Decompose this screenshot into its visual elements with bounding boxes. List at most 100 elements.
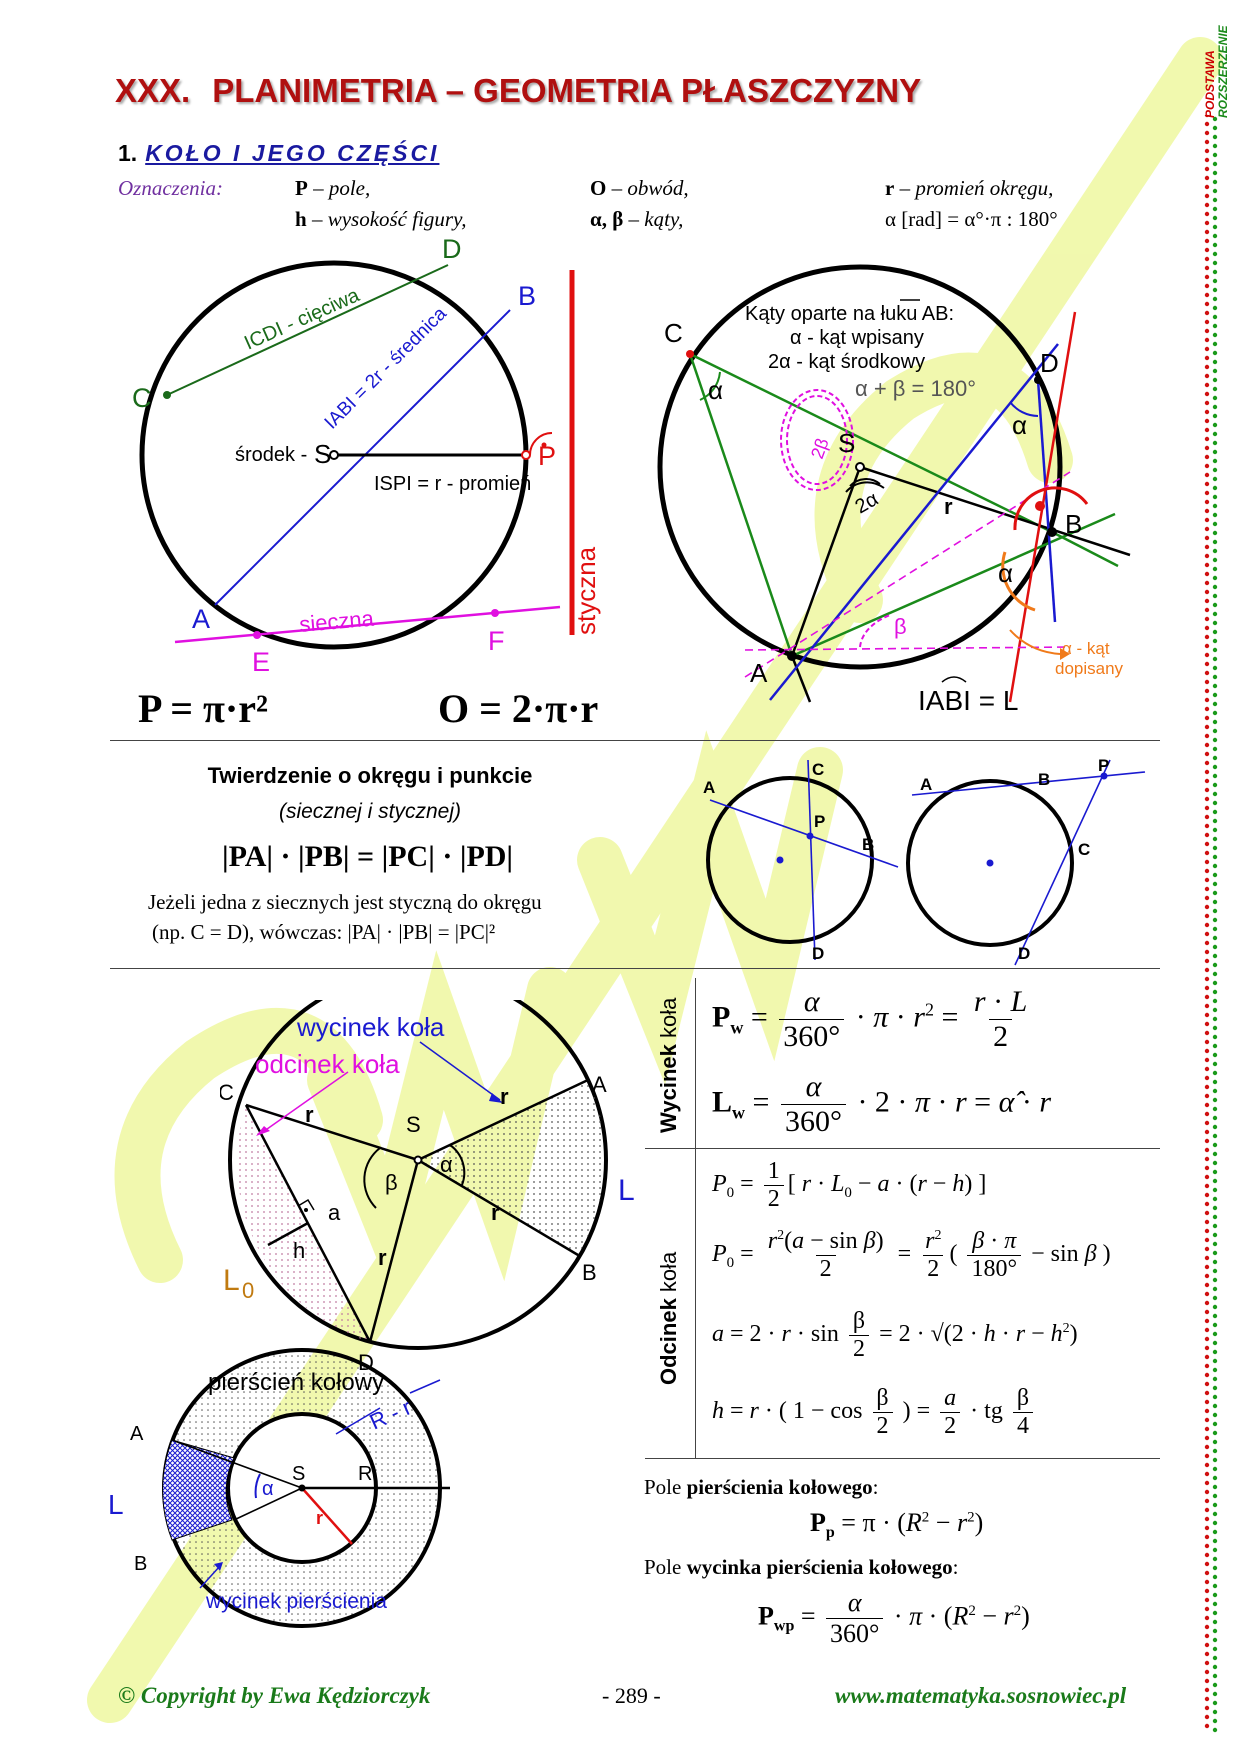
theorem-subtitle: (siecznej i stycznej) [278, 800, 462, 823]
h-label: h [293, 1238, 305, 1263]
notation-obwod: O – obwód, [590, 176, 689, 200]
sector-label: wycinek koła [296, 1012, 445, 1042]
notation-katy: α, β – kąty, [590, 207, 684, 231]
box-line1: Kąty oparte na łuku AB: [745, 303, 954, 325]
t2-A: A [920, 775, 932, 794]
t2-B: B [1038, 770, 1050, 789]
radius-label: ISPI = r - promień [374, 473, 531, 495]
ring-area-formula: Pp = π · (R2 − r2) [810, 1508, 984, 1542]
footer-website[interactable]: www.matematyka.sosnowiec.pl [835, 1683, 1127, 1708]
notation-label: Oznaczenia: [118, 176, 223, 200]
dopisany-line2: dopisany [1055, 659, 1124, 678]
chapter-number: XXX. [115, 72, 191, 109]
sector-vertical-label: Wycinek koła [656, 997, 681, 1133]
L-label: L [110, 1489, 124, 1520]
box-line3: 2α - kąt środkowy [768, 351, 925, 373]
secant-label: sieczna [298, 606, 375, 637]
box-line2: α - kąt wpisany [790, 327, 924, 349]
two-alpha-label: 2α [852, 488, 883, 518]
alpha-at-B: α [998, 558, 1013, 588]
dopisany-line1: α - kąt [1062, 639, 1110, 658]
two-beta-label: 2β [807, 435, 833, 461]
point-P-label: P [538, 441, 556, 471]
divider-2 [110, 968, 1160, 969]
diameter-label: IABI = 2r - średnica [321, 303, 452, 434]
segment-label: odcinek koła [255, 1049, 400, 1079]
L-label: L [618, 1174, 635, 1207]
r-label-4: r [378, 1245, 387, 1270]
chord-label: ICDI - cięciwa [241, 284, 363, 355]
r-label-1: r [305, 1102, 314, 1127]
notation-radiany: α [rad] = α°·π : 180° [885, 207, 1058, 231]
sector-segment-diagram: wycinek koła odcinek koła C A S B D L L … [220, 1000, 635, 1375]
section-heading: 1. KOŁO I JEGO CZĘŚCI [118, 140, 439, 167]
notation-promien: r – promień okręgu, [885, 176, 1054, 200]
chapter-title: XXX. PLANIMETRIA – GEOMETRIA PŁASZCZYZNY [115, 72, 921, 110]
a-label: a [328, 1200, 341, 1225]
point-A-label: A [192, 604, 210, 634]
point-F-label: F [488, 626, 505, 656]
point-S-label: S [292, 1463, 305, 1485]
center-point-label: S [314, 439, 331, 469]
t1-C: C [812, 760, 824, 779]
footer-copyright: © Copyright by Ewa Kędziorczyk [118, 1683, 431, 1708]
t1-D: D [812, 944, 824, 963]
notation-pole: P – pole, [295, 176, 371, 200]
ring-sector-label: wycinek pierścienia [205, 1590, 387, 1613]
alpha-label: α [262, 1478, 274, 1500]
point-D-label: D [442, 235, 462, 264]
t2-C: C [1078, 840, 1090, 859]
theorem-text2: (np. C = D), wówczas: |PA| · |PB| = |PC|… [152, 920, 496, 944]
theorem-formula: |PA| · |PB| = |PC| · |PD| [222, 840, 514, 873]
theorem-title: Twierdzenie o okręgu i punkcie [207, 763, 533, 788]
point-C-label: C [664, 318, 683, 348]
theorem-text1: Jeżeli jedna z siecznych jest styczną do… [148, 890, 542, 914]
ring-title: pierścień kołowy [208, 1369, 384, 1396]
point-B-label: B [582, 1260, 597, 1285]
section-title: KOŁO I JEGO CZĘŚCI [145, 140, 440, 166]
t2-P: P [1098, 756, 1109, 775]
t1-P: P [814, 812, 825, 831]
r-label-3: r [491, 1200, 500, 1225]
point-B-label: B [1065, 509, 1082, 539]
point-C-label: C [220, 1080, 234, 1105]
side-tag-extended: ROZSZERZENIE [1216, 25, 1230, 118]
secant-theorem-diagrams: A C P B D A B P C D [703, 756, 1146, 966]
point-S-label: S [406, 1112, 421, 1137]
box-line4: α + β = 180° [855, 376, 976, 401]
t1-A: A [703, 778, 715, 797]
beta-label: β [894, 614, 907, 639]
point-r-label: r [316, 1508, 323, 1528]
arc-length-label: IABI = L [918, 685, 1018, 712]
L0-label: L [223, 1264, 240, 1297]
point-A-label: A [750, 658, 768, 688]
tangent-label: styczna [571, 546, 601, 635]
point-S-label: S [838, 428, 855, 458]
beta-label: β [385, 1170, 398, 1195]
point-R-label: R [358, 1463, 372, 1485]
L0-sub: 0 [242, 1278, 254, 1303]
divider-3 [645, 1458, 1160, 1459]
section-number: 1. [118, 140, 138, 166]
notation-wysokosc: h – wysokość figury, [295, 207, 467, 231]
vertical-divider [695, 978, 696, 1458]
t2-D: D [1018, 944, 1030, 963]
chapter-title-text: PLANIMETRIA – GEOMETRIA PŁASZCZYZNY [212, 72, 922, 109]
alpha-at-C: α [708, 375, 723, 405]
perimeter-formula: O = 2·π·r [438, 686, 599, 731]
inscribed-angles-diagram: Kąty oparte na łuku AB: α - kąt wpisany … [657, 264, 1131, 712]
ring-sector-text: Pole wycinka pierścienia kołowego: [644, 1555, 959, 1579]
t1-B: B [862, 835, 874, 854]
point-A-label: A [130, 1423, 144, 1445]
divider-sector-segment [645, 1148, 1160, 1149]
ring-diagram: pierścień kołowy R - r A B S R r α L wyc… [110, 1348, 450, 1628]
ring-area-text: Pole pierścienia kołowego: [644, 1475, 879, 1499]
radius-r-label: r [944, 494, 953, 519]
area-formula: P = π·r² [138, 686, 269, 731]
